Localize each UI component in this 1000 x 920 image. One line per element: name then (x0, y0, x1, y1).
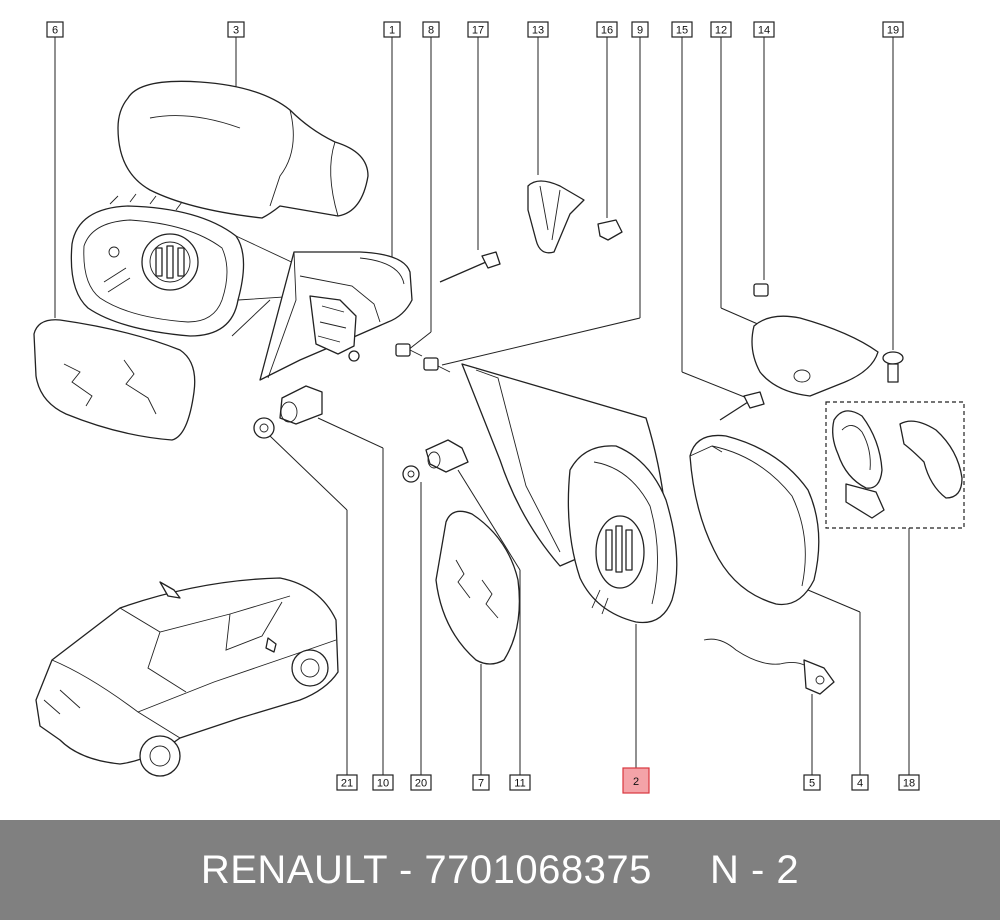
cover-plate-12 (751, 315, 879, 397)
svg-text:8: 8 (428, 25, 434, 37)
svg-text:19: 19 (887, 25, 899, 37)
svg-text:17: 17 (472, 25, 484, 37)
outer-housing-shell-4 (689, 434, 820, 606)
bracket-13 (527, 180, 585, 254)
svg-text:16: 16 (601, 25, 613, 37)
plug-11 (425, 439, 469, 473)
mirror-glass-7 (435, 510, 521, 665)
screw-14 (753, 283, 769, 297)
mirror-base-housing (259, 251, 413, 381)
callout-14: 14 (753, 21, 775, 38)
callout-11: 11 (509, 774, 531, 791)
callout-13: 13 (527, 21, 549, 38)
callout-4: 4 (851, 774, 869, 791)
washer-21 (253, 417, 275, 439)
callout-8: 8 (422, 21, 440, 38)
mirror-cover-cap (117, 80, 369, 219)
svg-text:2: 2 (633, 776, 639, 788)
callout-2-highlighted: 2 (622, 767, 650, 794)
washer-20 (402, 465, 420, 483)
fasteners (253, 219, 904, 483)
svg-text:9: 9 (637, 25, 643, 37)
screw-8 (395, 343, 423, 357)
plug-10 (279, 385, 323, 425)
svg-text:3: 3 (233, 25, 239, 37)
exploded-parts-diagram: 6 3 1 8 17 13 16 9 15 12 14 (33, 21, 965, 794)
mirror-housing-frame (70, 193, 301, 337)
svg-text:21: 21 (341, 778, 353, 790)
svg-text:14: 14 (758, 25, 770, 37)
svg-text:18: 18 (903, 778, 915, 790)
callout-20: 20 (410, 774, 432, 791)
svg-text:5: 5 (809, 778, 815, 790)
callout-19: 19 (882, 21, 904, 38)
callout-labels: 6 3 1 8 17 13 16 9 15 12 14 (46, 21, 920, 794)
svg-text:20: 20 (415, 778, 427, 790)
callout-10: 10 (372, 774, 394, 791)
callout-15: 15 (671, 21, 693, 38)
pin-15 (719, 391, 765, 421)
callout-12: 12 (710, 21, 732, 38)
callout-5: 5 (803, 774, 821, 791)
footer-part-number: RENAULT - 7701068375 N - 2 (200, 847, 800, 892)
svg-text:7: 7 (478, 778, 484, 790)
callout-21: 21 (336, 774, 358, 791)
callout-6: 6 (46, 21, 64, 38)
svg-text:13: 13 (532, 25, 544, 37)
callout-9: 9 (631, 21, 649, 38)
svg-text:15: 15 (676, 25, 688, 37)
svg-text:10: 10 (377, 778, 389, 790)
callout-17: 17 (467, 21, 489, 38)
callout-1: 1 (383, 21, 401, 38)
mirror-glass-left (33, 319, 196, 441)
footer-bar: RENAULT - 7701068375 N - 2 (0, 820, 1000, 920)
indicator-group-18 (825, 401, 965, 529)
callout-18: 18 (898, 774, 920, 791)
diagram-canvas: 6 3 1 8 17 13 16 9 15 12 14 (33, 21, 965, 794)
svg-text:12: 12 (715, 25, 727, 37)
screw-9 (423, 357, 451, 373)
callout-16: 16 (596, 21, 618, 38)
mirror-glass-backing-2 (567, 445, 678, 624)
pin-16 (597, 219, 623, 241)
car-illustration (35, 577, 339, 777)
svg-text:11: 11 (514, 778, 525, 790)
wire-harness-5 (703, 638, 835, 695)
svg-text:4: 4 (857, 778, 863, 790)
svg-text:1: 1 (389, 25, 395, 37)
svg-text:6: 6 (52, 25, 58, 37)
callout-3: 3 (227, 21, 245, 38)
callout-7: 7 (472, 774, 490, 791)
clip-19 (882, 351, 904, 383)
pin-17 (439, 251, 501, 283)
